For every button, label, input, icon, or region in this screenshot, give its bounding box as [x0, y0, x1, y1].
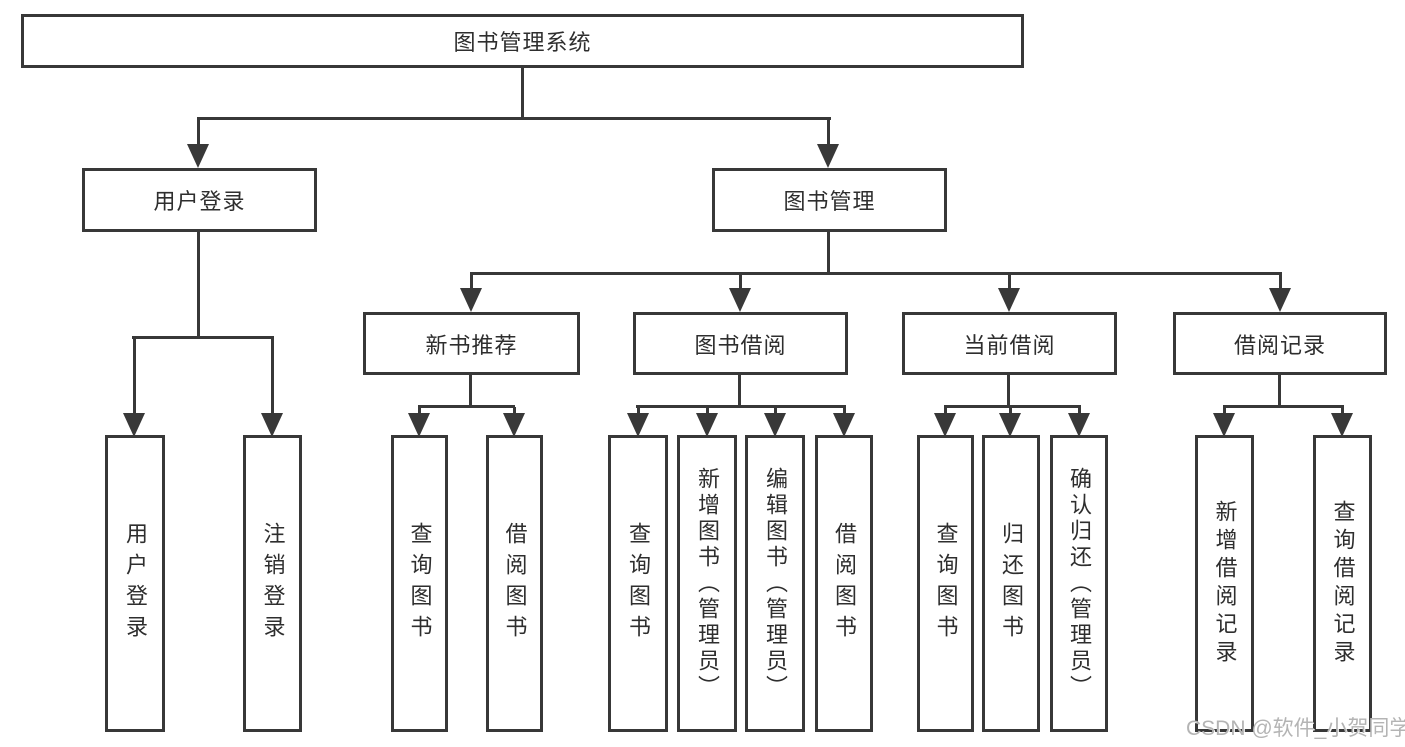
connector-borrowing-records-stem — [1278, 375, 1281, 408]
connector-level1-horizontal — [197, 117, 831, 120]
connector-user-login-stem — [197, 232, 200, 339]
arrow-to-leaf-query-borrow-record-icon — [1331, 407, 1353, 437]
leaf-borrow-books-2: 借阅图书 — [815, 435, 873, 732]
connector-book-borrowing-stem — [738, 375, 741, 408]
leaf-query-books-2: 查询图书 — [608, 435, 668, 732]
leaf-edit-book-admin: 编辑图书（管理员） — [745, 435, 805, 732]
arrow-to-leaf-user-login-icon — [123, 338, 145, 437]
leaf-logout: 注销登录 — [243, 435, 302, 732]
arrow-to-book-management-icon — [817, 119, 839, 168]
connector-current-borrowing-horizontal — [944, 405, 1081, 408]
node-new-book-recommend: 新书推荐 — [363, 312, 580, 375]
connector-current-borrowing-stem — [1007, 375, 1010, 408]
csdn-watermark: CSDN @软件_小贺同学 — [1186, 717, 1405, 740]
connector-borrowing-records-horizontal — [1223, 405, 1344, 408]
arrow-to-book-borrowing-icon — [729, 274, 751, 312]
connector-book-management-stem — [827, 232, 830, 275]
node-book-borrowing: 图书借阅 — [633, 312, 848, 375]
connector-level2-horizontal — [470, 272, 1282, 275]
node-user-login: 用户登录 — [82, 168, 317, 232]
arrow-to-leaf-query-books-2-icon — [627, 407, 649, 437]
arrow-to-new-book-recommend-icon — [460, 274, 482, 312]
node-library-management-system: 图书管理系统 — [21, 14, 1024, 68]
leaf-add-borrow-record: 新增借阅记录 — [1195, 435, 1254, 732]
arrow-to-leaf-borrow-books-2-icon — [833, 407, 855, 437]
arrow-to-leaf-query-books-3-icon — [934, 407, 956, 437]
node-borrowing-records: 借阅记录 — [1173, 312, 1387, 375]
leaf-query-books-1: 查询图书 — [391, 435, 448, 732]
leaf-add-book-admin: 新增图书（管理员） — [677, 435, 737, 732]
arrow-to-leaf-logout-icon — [261, 338, 283, 437]
arrow-to-leaf-borrow-books-1-icon — [503, 407, 525, 437]
node-current-borrowing: 当前借阅 — [902, 312, 1117, 375]
leaf-confirm-return-admin: 确认归还（管理员） — [1050, 435, 1108, 732]
leaf-borrow-books-1: 借阅图书 — [486, 435, 543, 732]
connector-book-borrowing-horizontal — [636, 405, 846, 408]
connector-new-book-recommend-horizontal — [418, 405, 515, 408]
leaf-return-books: 归还图书 — [982, 435, 1040, 732]
arrow-to-user-login-icon — [187, 119, 209, 168]
arrow-to-leaf-return-books-icon — [999, 407, 1021, 437]
arrow-to-leaf-add-book-icon — [696, 407, 718, 437]
arrow-to-leaf-query-books-1-icon — [408, 407, 430, 437]
arrow-to-leaf-confirm-return-icon — [1068, 407, 1090, 437]
arrow-to-borrowing-records-icon — [1269, 274, 1291, 312]
arrow-to-leaf-edit-book-icon — [764, 407, 786, 437]
connector-root-stem — [521, 68, 524, 120]
connector-new-book-recommend-stem — [469, 375, 472, 408]
leaf-query-books-3: 查询图书 — [917, 435, 974, 732]
arrow-to-current-borrowing-icon — [998, 274, 1020, 312]
leaf-user-login: 用户登录 — [105, 435, 165, 732]
leaf-query-borrow-record: 查询借阅记录 — [1313, 435, 1372, 732]
connector-user-login-horizontal — [132, 336, 274, 339]
node-book-management: 图书管理 — [712, 168, 947, 232]
arrow-to-leaf-add-borrow-record-icon — [1213, 407, 1235, 437]
